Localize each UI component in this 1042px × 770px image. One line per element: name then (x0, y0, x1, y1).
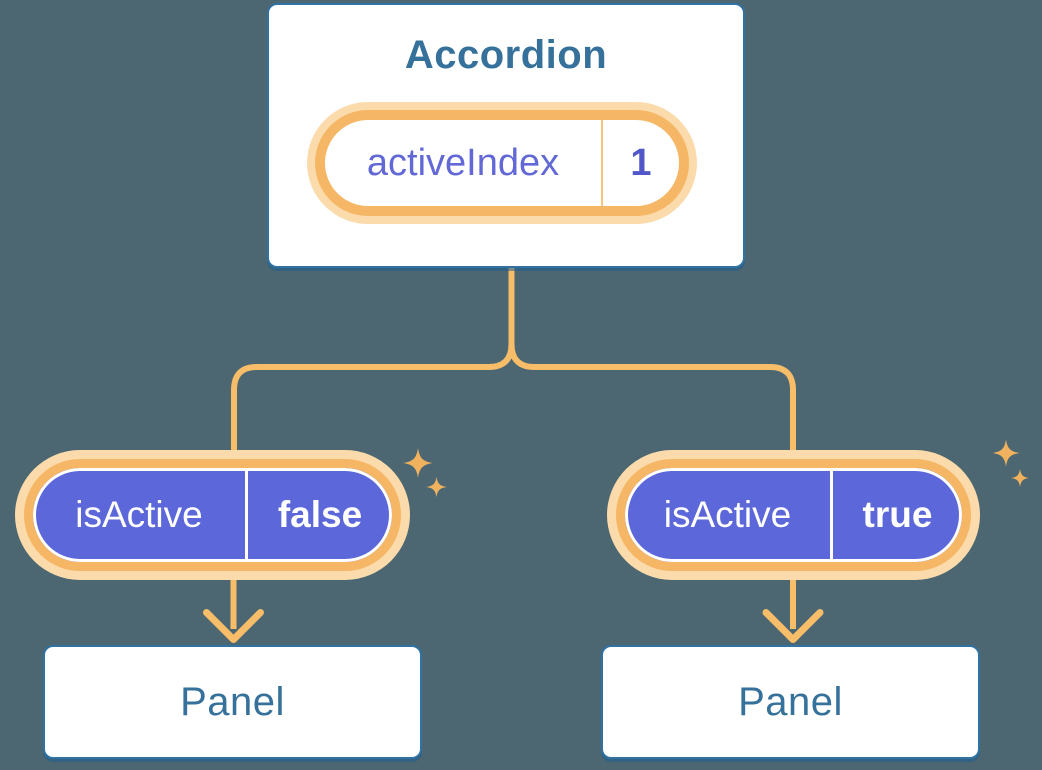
panel-card-left: Panel (43, 645, 422, 759)
prop-pill-left: isActive false (15, 450, 410, 580)
arrow-down-icon (762, 609, 824, 643)
pill-divider (245, 468, 248, 562)
accordion-title: Accordion (404, 33, 608, 77)
prop-name-label: isActive (663, 494, 792, 535)
sparkle-icon (992, 439, 1029, 487)
state-pill-ring: activeIndex 1 (315, 110, 689, 216)
panel-title: Panel (738, 679, 843, 724)
connector-right-branch (508, 343, 796, 470)
prop-value-label: true (862, 494, 933, 535)
prop-pill-right: isActive true (607, 450, 980, 580)
prop-pill-ring: isActive false (24, 459, 401, 571)
panel-title: Panel (180, 679, 285, 724)
pill-divider (830, 468, 833, 562)
panel-card-right: Panel (601, 645, 980, 759)
sparkle-icon (402, 447, 447, 498)
state-name-label: activeIndex (366, 141, 560, 184)
state-pill: activeIndex 1 (307, 102, 697, 224)
state-value-label: 1 (630, 141, 652, 184)
connector-left-branch (231, 266, 515, 470)
prop-pill-ring: isActive true (616, 459, 971, 571)
prop-value-label: false (277, 494, 363, 535)
prop-name-label: isActive (75, 494, 203, 535)
pill-divider (601, 120, 603, 206)
accordion-card: Accordion activeIndex 1 (267, 3, 745, 268)
arrow-down-icon (203, 609, 264, 643)
